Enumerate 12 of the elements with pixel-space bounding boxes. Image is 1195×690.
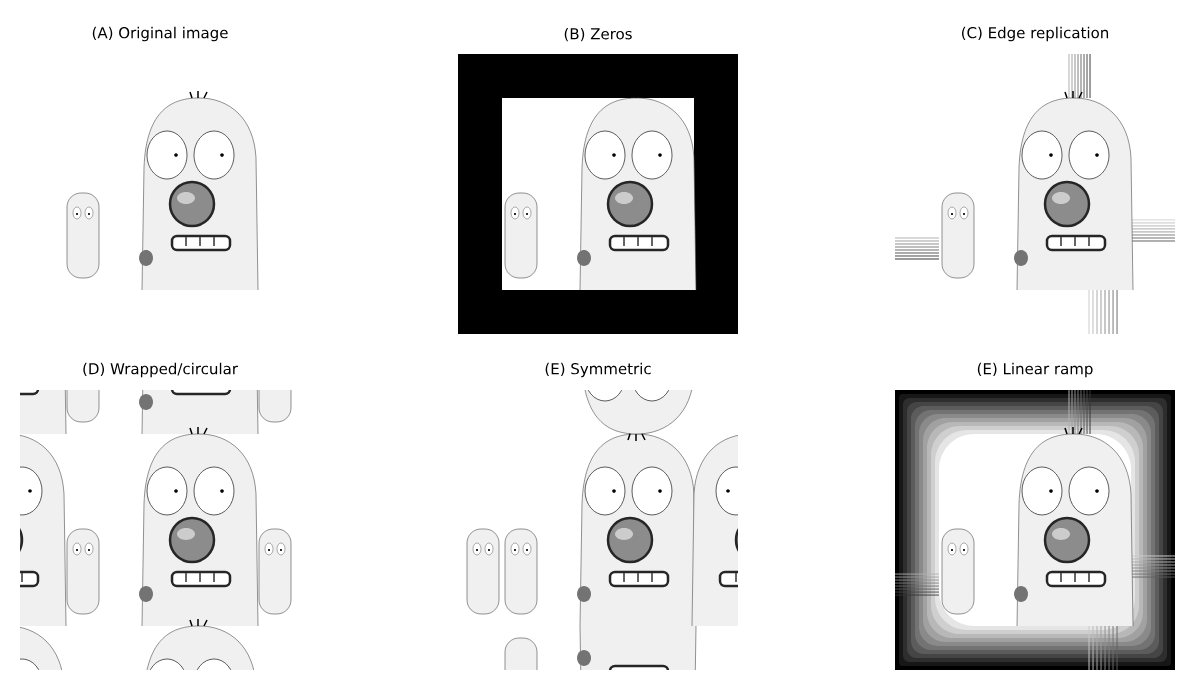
node-label: (C) Edge replication <box>962 26 1109 42</box>
image-panel: (E) Symmetric <box>466 362 738 670</box>
image-panel: (C) Edge replication <box>895 26 1175 334</box>
node-label: (A) Original image <box>92 26 228 42</box>
node-label: (E) Symmetric <box>545 362 651 378</box>
node-label: (B) Zeros <box>564 27 632 42</box>
node-label: (D) Wrapped/circular <box>83 362 238 378</box>
image-panel: (D) Wrapped/circular <box>20 362 292 670</box>
node-label: (E) Linear ramp <box>977 362 1093 378</box>
image-panel: (A) Original image <box>66 26 259 291</box>
image-panel: (B) Zeros <box>458 27 738 334</box>
image-panel: (E) Linear ramp <box>895 362 1175 670</box>
